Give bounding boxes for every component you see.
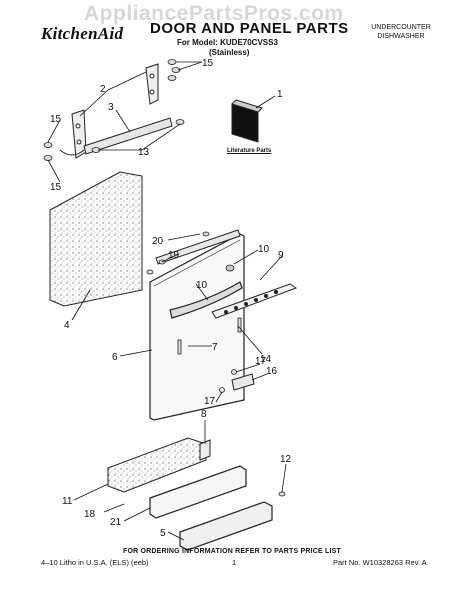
footer-part-number: Part No. W10328263 Rev. A	[333, 558, 427, 567]
model-variant: (Stainless)	[209, 48, 250, 57]
callout-10a: 10	[258, 244, 270, 255]
callout-19: 19	[168, 250, 180, 261]
control-panel-overlay	[211, 283, 298, 319]
callout-10b: 10	[196, 280, 208, 291]
handle-screws	[177, 317, 242, 355]
door-hinge-bracket-lower	[59, 109, 87, 159]
callout-2: 2	[100, 84, 106, 95]
literature-parts-booklet	[231, 99, 263, 143]
callout-6: 6	[112, 352, 118, 363]
callout-11: 11	[62, 496, 73, 507]
door-trim-top	[155, 229, 241, 265]
kick-plate-screw	[278, 491, 286, 497]
footer-litho: 4–10 Litho in U.S.A. (ELS) (eeb)	[41, 558, 149, 567]
callout-15c: 15	[50, 182, 62, 193]
kick-panel-insulation	[107, 437, 207, 493]
kick-panel-bracket	[199, 439, 211, 461]
callout-16: 16	[266, 366, 278, 377]
leader-lines	[47, 61, 287, 541]
door-latch-knob	[225, 264, 235, 272]
footer-page-number: 1	[232, 558, 237, 567]
callout-14: 14	[260, 354, 272, 365]
literature-parts-label: Literature Parts	[227, 148, 272, 154]
kick-plate	[179, 501, 273, 551]
door-handle	[169, 281, 243, 319]
callout-21: 21	[110, 517, 122, 528]
callout-20: 20	[152, 236, 164, 247]
outer-door-panel	[149, 233, 245, 421]
brand-logo: KitchenAid	[41, 24, 124, 43]
callout-4: 4	[64, 320, 70, 331]
callout-15b: 15	[50, 114, 62, 125]
door-hinge-bracket-upper	[145, 63, 159, 105]
latch-cover-screws	[219, 369, 237, 393]
hinge-arm	[83, 117, 173, 155]
latch-cover	[231, 373, 255, 391]
callout-1: 1	[277, 89, 283, 100]
callout-3: 3	[108, 102, 114, 113]
callout-7: 7	[212, 342, 218, 353]
callout-8: 8	[201, 409, 207, 420]
model-number: For Model: KUDE70CVSS3	[177, 38, 278, 47]
callout-5: 5	[160, 528, 166, 539]
watermark-text: AppliancePartsPros.com	[84, 2, 344, 25]
callout-labels: 1 2 3 4 5 6 7 8 9 10 10 11 12 13 14 15 1…	[50, 58, 292, 539]
hinge-screws	[43, 59, 185, 161]
category-line-1: UNDERCOUNTER	[371, 24, 431, 31]
callout-13: 13	[138, 147, 150, 158]
callout-15a: 15	[202, 58, 214, 69]
callout-17a: 17	[255, 356, 267, 367]
ordering-note: FOR ORDERING INFORMATION REFER TO PARTS …	[122, 548, 342, 555]
callout-9: 9	[278, 250, 284, 261]
callout-17b: 17	[204, 396, 216, 407]
kick-panel	[149, 465, 247, 519]
appliance-category: UNDERCOUNTER DISHWASHER	[356, 23, 446, 41]
callout-12: 12	[280, 454, 292, 465]
callout-18: 18	[84, 509, 96, 520]
door-insulation-panel	[49, 171, 143, 307]
page-title: DOOR AND PANEL PARTS	[150, 20, 349, 37]
category-line-2: DISHWASHER	[377, 33, 425, 40]
